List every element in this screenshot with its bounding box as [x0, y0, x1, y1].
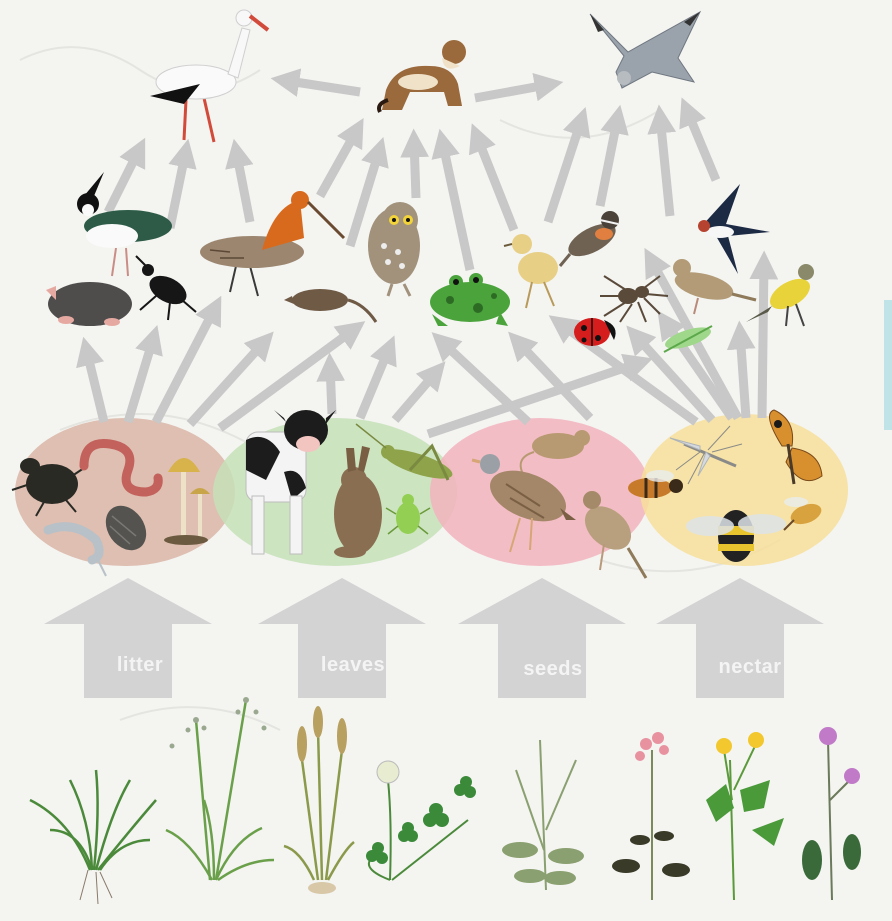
chick-icon — [504, 234, 558, 308]
resource-label-litter: litter — [70, 654, 210, 677]
spider-icon — [600, 276, 668, 322]
big-arrow-nectar — [656, 578, 824, 698]
resource-label-leaves: leaves — [283, 654, 423, 677]
buttercup-icon — [706, 732, 784, 900]
godwit-icon — [200, 191, 344, 296]
feeding-arrows — [86, 80, 764, 434]
grass-3-icon — [284, 706, 354, 894]
herb-icon — [502, 740, 584, 890]
owl-icon — [368, 202, 420, 296]
whinchat-icon — [560, 211, 621, 266]
frog-icon — [430, 273, 510, 326]
big-arrow-litter — [44, 578, 212, 698]
big-arrow-leaves — [258, 578, 426, 698]
resource-label-seeds: seeds — [483, 658, 623, 681]
mole-icon — [46, 282, 132, 326]
pipit-icon — [672, 259, 756, 314]
weasel-icon — [379, 40, 466, 112]
clover-icon — [366, 761, 476, 880]
flower-pink-icon — [612, 732, 690, 900]
harrier-icon — [590, 12, 700, 88]
resource-label-nectar: nectar — [680, 656, 820, 679]
wagtail-icon — [746, 264, 815, 326]
grass-2-icon — [166, 697, 274, 880]
cropped-panel-edge — [884, 300, 892, 430]
ladybird-icon — [574, 318, 616, 346]
shrew-icon — [284, 289, 376, 322]
beetle-icon — [136, 256, 196, 320]
grass-1-icon — [30, 770, 156, 904]
swallow-icon — [698, 184, 770, 274]
flower-purple-icon — [802, 727, 861, 900]
